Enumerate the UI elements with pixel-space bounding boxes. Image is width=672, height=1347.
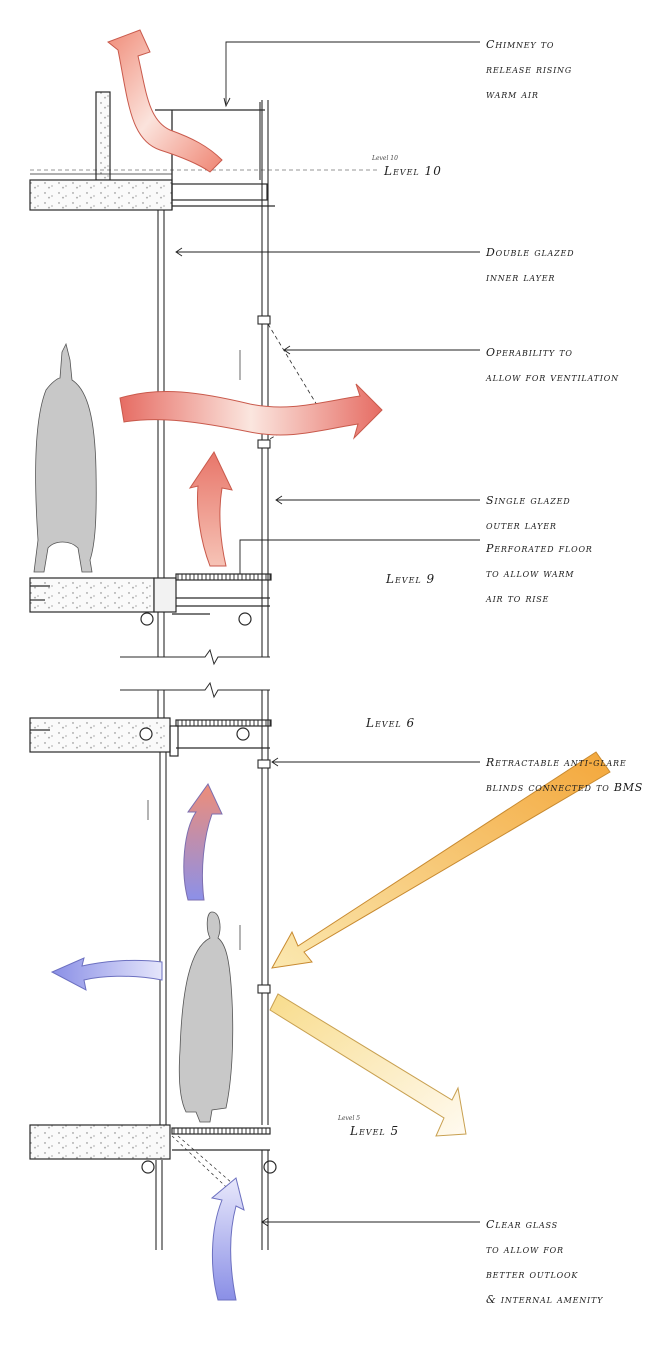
annotation-line: Chimney to: [486, 38, 555, 51]
annotation-outer-layer: Single glazed outer layer: [486, 488, 666, 538]
slab-level-5: [29, 1124, 277, 1201]
figure-level-6: [178, 911, 234, 1123]
annotation-line: Retractable anti-glare: [486, 756, 627, 769]
annotation-line: Clear glass: [486, 1218, 558, 1231]
annotation-line: warm air: [486, 88, 539, 101]
annotation-line: & internal amenity: [486, 1293, 604, 1306]
annotation-line: Double glazed: [486, 246, 575, 259]
slab-level-10: [29, 91, 380, 211]
level-6-label: Level 6: [366, 716, 415, 730]
break-line: [120, 648, 270, 699]
exhaust-cool-air-arrow: [50, 957, 163, 991]
annotation-blinds: Retractable anti-glare blinds connected …: [486, 750, 666, 800]
annotation-line: blinds connected to BMS: [486, 781, 644, 794]
slab-level-6: [29, 717, 272, 757]
level-10-small-label: Level 10: [372, 155, 398, 162]
rising-warm-air-arrow: [188, 450, 233, 567]
level-9-label: Level 9: [386, 572, 435, 586]
annotation-line: outer layer: [486, 519, 557, 532]
level-9-text: Level 9: [386, 572, 436, 586]
horizontal-warm-air-arrow: [119, 383, 383, 440]
level-10-label: Level 10 Level 10: [372, 155, 442, 178]
annotation-line: inner layer: [486, 271, 556, 284]
intake-cool-air-arrow: [210, 1177, 245, 1301]
level-10-text: Level 10: [384, 164, 442, 178]
annotation-chimney: Chimney to release rising warm air: [486, 32, 666, 107]
chimney-warm-air-arrow: [107, 29, 223, 173]
annotation-line: better outlook: [486, 1268, 579, 1281]
annotation-line: allow for ventilation: [486, 371, 619, 384]
annotation-line: Operability to: [486, 346, 573, 359]
annotation-line: air to rise: [486, 592, 550, 605]
annotation-line: to allow warm: [486, 567, 575, 580]
level-5-small-label: Level 5: [338, 1115, 361, 1122]
annotation-line: Perforated floor: [486, 542, 593, 555]
level-6-text: Level 6: [366, 716, 416, 730]
annotation-inner-layer: Double glazed inner layer: [486, 240, 666, 290]
reflected-sunlight-arrow: [269, 993, 467, 1137]
annotation-line: release rising: [486, 63, 573, 76]
annotation-clear-glass: Clear glass to allow for better outlook …: [486, 1212, 666, 1312]
slab-level-9: [29, 573, 272, 626]
mixed-air-arrow: [183, 783, 223, 901]
incoming-sunlight-arrow: [271, 751, 611, 969]
level-5-text: Level 5: [350, 1124, 400, 1138]
level-5-label: Level 5 Level 5: [338, 1115, 400, 1138]
annotation-perforated-floor: Perforated floor to allow warm air to ri…: [486, 536, 666, 611]
annotation-operability: Operability to allow for ventilation: [486, 340, 666, 390]
figure-level-9: [33, 342, 97, 573]
outer-glazing-layer: [147, 100, 321, 1250]
annotation-line: to allow for: [486, 1243, 564, 1256]
annotation-line: Single glazed: [486, 494, 571, 507]
leader-lines: [175, 41, 480, 1227]
